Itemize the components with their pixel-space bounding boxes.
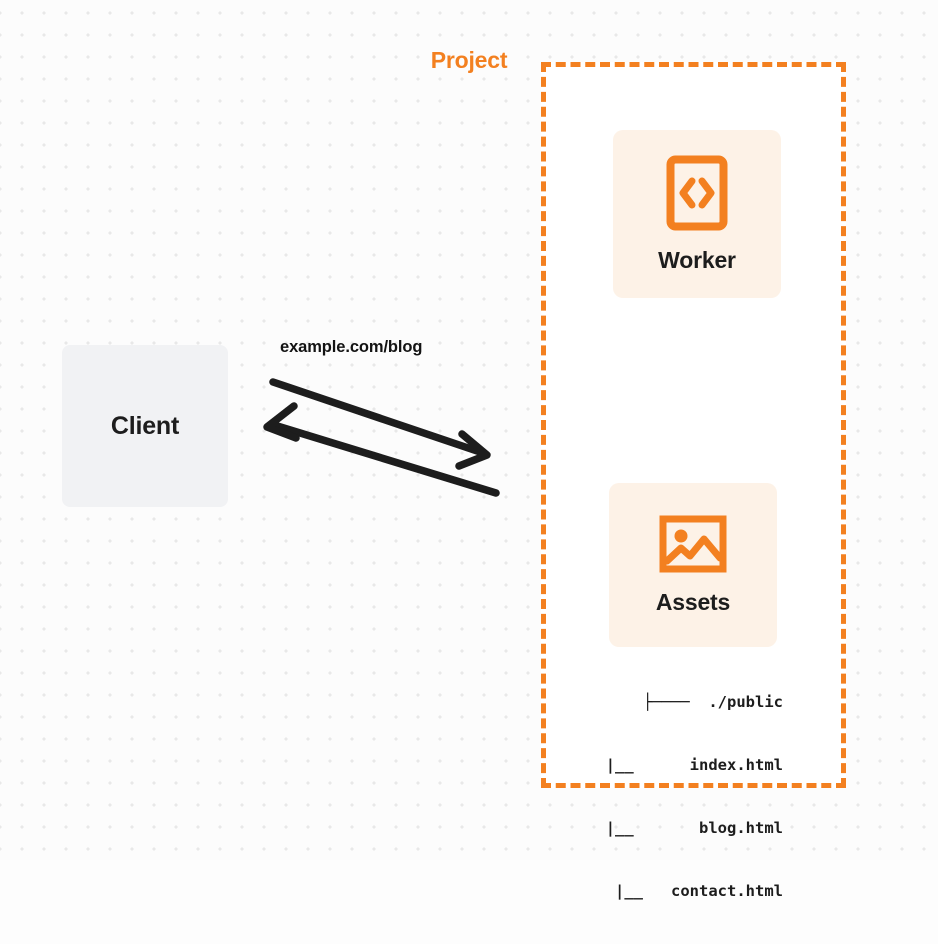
assets-node[interactable]: Assets bbox=[609, 483, 777, 647]
file-tree-row: |__ contact.html bbox=[615, 882, 783, 900]
assets-label: Assets bbox=[655, 588, 731, 615]
worker-node[interactable]: Worker bbox=[613, 130, 781, 298]
file-tree-row: |__ index.html bbox=[605, 756, 783, 774]
file-tree-row: ├──── ./public bbox=[643, 693, 783, 711]
client-label: Client bbox=[110, 411, 180, 440]
client-node[interactable]: Client bbox=[62, 345, 228, 507]
diagram-canvas: Project Worker Assets ├──── ./public |__… bbox=[0, 0, 938, 900]
project-title: Project bbox=[423, 46, 515, 74]
image-icon bbox=[659, 515, 727, 573]
code-brackets-icon bbox=[666, 155, 728, 231]
assets-file-tree: ├──── ./public |__ index.html |__ blog.h… bbox=[588, 650, 783, 944]
connection-label: example.com/blog bbox=[280, 338, 423, 356]
worker-label: Worker bbox=[658, 246, 736, 273]
file-tree-row: |__ blog.html bbox=[605, 819, 783, 837]
response-arrow bbox=[263, 402, 500, 497]
request-arrow bbox=[269, 378, 491, 470]
